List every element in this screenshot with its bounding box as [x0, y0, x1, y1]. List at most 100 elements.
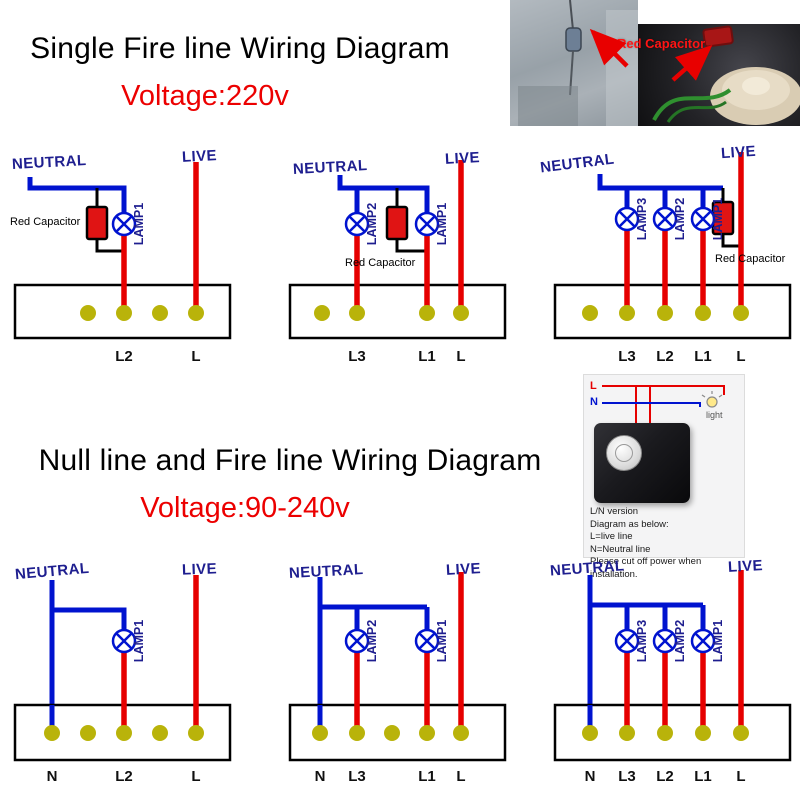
live-label: LIVE [444, 149, 481, 168]
terminal-label-l3: L3 [618, 348, 636, 365]
lamp-icon [614, 206, 640, 232]
terminal-dots [80, 305, 204, 321]
terminal-label-l: L [456, 768, 466, 785]
red-capacitor-note: Red Capacitor [345, 257, 416, 269]
arrow-to-wall-capacitor-icon [589, 28, 629, 68]
terminal-label-l3: L3 [348, 348, 366, 365]
wiring-svg-4 [13, 575, 232, 762]
red-capacitor-note: Red Capacitor [10, 216, 81, 228]
terminal-label-l: L [736, 348, 746, 365]
caption-line: N=Neutral line [590, 543, 651, 555]
caption-line: Diagram as below: [590, 518, 669, 530]
terminal-dots [582, 725, 749, 741]
live-label: LIVE [720, 142, 757, 163]
diagram-single-fire-2gang: NEUTRAL LIVE LAMP2 LAMP1 Red Capacitor L… [285, 145, 510, 373]
section-title-single-fire: Single Fire line Wiring Diagram [30, 32, 450, 65]
mini-lamp-icon [701, 391, 723, 408]
diagram-null-fire-2gang: NEUTRAL LIVE LAMP2 LAMP1 N L3 L1 L [285, 555, 510, 795]
wiring-svg-1 [13, 162, 232, 340]
terminal-dots [312, 725, 469, 741]
red-capacitor-icon [385, 205, 409, 241]
lamp-icon [414, 628, 440, 654]
capacitor-leads [721, 188, 741, 248]
capacitor-leads [395, 188, 427, 253]
photo2-detail [652, 25, 800, 125]
wiring-svg-2 [288, 160, 507, 340]
switch-panel-photo [594, 423, 690, 503]
terminal-label-l2: L2 [656, 348, 674, 365]
lamp2-label: LAMP2 [673, 197, 687, 241]
lamp3-label: LAMP3 [635, 619, 649, 663]
lamp-icon [344, 628, 370, 654]
diagram-null-fire-3gang: NEUTRAL LIVE LAMP3 LAMP2 LAMP1 N L3 L2 L… [535, 555, 800, 795]
lamp1-label: LAMP1 [711, 197, 725, 241]
caption-line: L=live line [590, 531, 633, 543]
caption-line: Please cut off power when installation. [590, 556, 702, 580]
lamp-icon [690, 206, 716, 232]
wiring-svg-3 [553, 152, 792, 340]
lamp2-label: LAMP2 [365, 619, 379, 663]
wiring-svg-6 [553, 570, 792, 762]
red-capacitor-icon [85, 205, 109, 241]
caption-line: L/N version [590, 506, 639, 517]
mini-l-label: L [590, 380, 597, 392]
lamp2-label: LAMP2 [365, 202, 379, 246]
neutral-wire [597, 174, 723, 191]
installation-photos: Red Capacitor [505, 0, 800, 130]
terminal-label-n: N [314, 768, 326, 785]
lamp3-label: LAMP3 [635, 197, 649, 241]
lamp-icon [652, 206, 678, 232]
red-arrows-overlay [589, 28, 713, 82]
lamp-icon [690, 628, 716, 654]
neutral-wire [337, 175, 430, 213]
terminal-label-l1: L1 [418, 768, 436, 785]
card-caption: L/N version Diagram as below: L=live lin… [590, 506, 740, 581]
switch-dial-inner [615, 444, 633, 462]
mini-n-label: N [590, 396, 598, 408]
terminal-label-l: L [736, 768, 746, 785]
live-label: LIVE [181, 560, 218, 579]
terminal-label-l1: L1 [694, 768, 712, 785]
terminal-dots [582, 305, 749, 321]
mini-wiring-sketch [602, 385, 725, 423]
lamp1-label: LAMP1 [435, 202, 449, 246]
lamp-icon [614, 628, 640, 654]
terminal-label-n: N [584, 768, 596, 785]
lamp-icon [652, 628, 678, 654]
live-label: LIVE [727, 557, 764, 576]
terminal-label-l2: L2 [656, 768, 674, 785]
terminal-label-l: L [456, 348, 466, 365]
lamp-icon [414, 211, 440, 237]
diagram-single-fire-1gang: NEUTRAL LIVE Red Capacitor LAMP1 L2 L [10, 145, 240, 373]
terminal-dots [44, 725, 204, 741]
wiring-svg-5 [288, 572, 507, 762]
terminal-label-n: N [46, 768, 58, 785]
voltage-90-240v: Voltage:90-240v [140, 492, 350, 524]
terminal-label-l: L [191, 768, 201, 785]
lamp1-label: LAMP1 [132, 619, 146, 663]
lamp2-label: LAMP2 [673, 619, 687, 663]
arrow-to-red-capacitor-icon [671, 45, 713, 82]
lamp-icon [344, 211, 370, 237]
terminal-dots [314, 305, 469, 321]
diagram-single-fire-3gang: NEUTRAL LIVE LAMP3 LAMP2 LAMP1 Red Capac… [535, 140, 800, 372]
voltage-220v: Voltage:220v [121, 80, 289, 112]
section-title-null-fire: Null line and Fire line Wiring Diagram [38, 444, 542, 477]
neutral-branch [52, 607, 127, 630]
terminal-label-l2: L2 [115, 348, 133, 365]
installation-photo-lamp-holder [638, 24, 800, 126]
diagram-null-fire-1gang: NEUTRAL LIVE LAMP1 N L2 L [10, 555, 240, 795]
lamp1-label: LAMP1 [132, 202, 146, 246]
terminal-label-l: L [191, 348, 201, 365]
mini-light-label: light [706, 410, 723, 420]
live-label: LIVE [181, 147, 218, 166]
live-label: LIVE [445, 560, 482, 579]
lamp1-label: LAMP1 [711, 619, 725, 663]
red-capacitor-note: Red Capacitor [715, 253, 786, 265]
neutral-wire [27, 177, 127, 213]
lamp-icon [111, 211, 137, 237]
terminal-label-l2: L2 [115, 768, 133, 785]
lamp1-label: LAMP1 [435, 619, 449, 663]
terminal-label-l1: L1 [694, 348, 712, 365]
